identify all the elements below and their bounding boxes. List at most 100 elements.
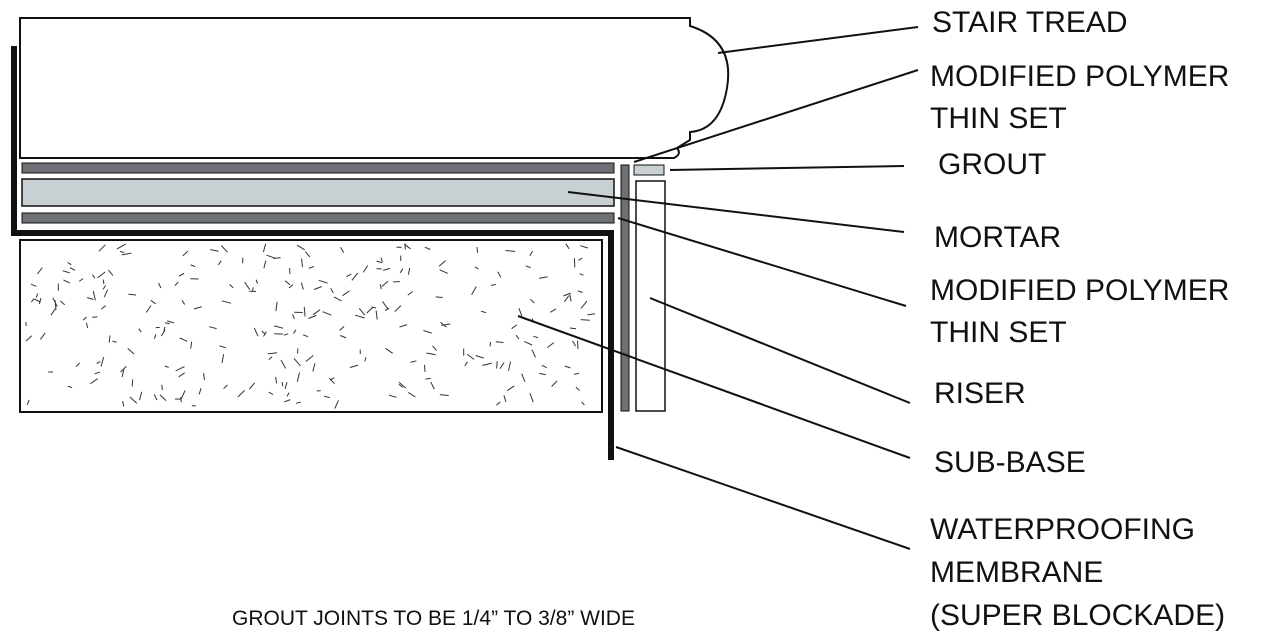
concrete-speckle — [518, 308, 523, 317]
concrete-speckle — [62, 270, 70, 274]
concrete-speckle — [160, 329, 166, 337]
leader-membrane — [615, 446, 911, 550]
concrete-speckle — [210, 249, 219, 252]
concrete-speckle — [581, 401, 585, 406]
concrete-speckle — [266, 254, 276, 259]
concrete-speckle — [25, 321, 27, 326]
concrete-speckle — [116, 243, 126, 250]
label-membrane-line3: (SUPER BLOCKADE) — [930, 599, 1225, 632]
concrete-speckle — [91, 274, 96, 279]
concrete-speckle — [564, 365, 571, 369]
concrete-speckle — [237, 389, 246, 398]
concrete-speckle — [85, 322, 89, 329]
concrete-speckle — [546, 342, 555, 348]
concrete-speckle — [280, 359, 287, 369]
concrete-speckle — [432, 345, 438, 351]
concrete-speckle — [153, 334, 157, 339]
concrete-speckle — [122, 400, 125, 407]
concrete-speckle — [423, 330, 432, 334]
concrete-speckle — [273, 325, 284, 329]
label-thinset-top-line1: MODIFIED POLYMER — [930, 60, 1229, 93]
concrete-speckle — [398, 383, 404, 388]
thinset-layer-top — [21, 162, 615, 174]
concrete-speckle — [174, 281, 179, 286]
concrete-speckle — [430, 381, 435, 390]
concrete-speckle — [476, 247, 478, 253]
grout-joint-note: GROUT JOINTS TO BE 1/4” TO 3/8” WIDE — [232, 607, 635, 630]
concrete-speckle — [474, 266, 479, 270]
concrete-speckle — [138, 328, 142, 333]
concrete-speckle — [358, 307, 366, 316]
concrete-speckle — [508, 361, 512, 371]
concrete-speckle — [284, 280, 291, 286]
concrete-speckle — [572, 340, 577, 347]
concrete-speckle — [580, 319, 590, 321]
concrete-speckle — [439, 269, 449, 274]
concrete-speckle — [439, 394, 449, 396]
concrete-speckle — [52, 297, 58, 307]
concrete-speckle — [441, 323, 451, 326]
concrete-speckle — [96, 361, 101, 364]
concrete-speckle — [178, 372, 185, 378]
concrete-speckle — [261, 330, 266, 335]
concrete-speckle — [334, 400, 339, 409]
concrete-speckle — [251, 287, 254, 292]
concrete-speckle — [78, 278, 84, 282]
concrete-speckle — [524, 340, 533, 346]
concrete-speckle — [313, 286, 322, 290]
concrete-speckle — [340, 335, 347, 339]
concrete-speckle — [90, 378, 98, 385]
concrete-speckle — [286, 392, 290, 397]
concrete-speckle-texture — [25, 243, 595, 409]
concrete-speckle — [249, 382, 256, 390]
concrete-speckle — [268, 391, 274, 396]
label-mortar: MORTAR — [934, 221, 1061, 254]
thinset-layer-bottom — [21, 212, 615, 224]
leader-riser — [649, 297, 911, 404]
concrete-speckle — [339, 326, 345, 331]
concrete-speckle — [578, 257, 583, 261]
concrete-speckle — [435, 296, 443, 298]
concrete-speckle — [438, 260, 447, 267]
concrete-speckle — [92, 290, 96, 301]
concrete-speckle — [30, 283, 37, 287]
concrete-speckle — [292, 314, 295, 319]
concrete-speckle — [384, 307, 390, 311]
concrete-speckle — [349, 364, 359, 368]
concrete-speckle — [209, 326, 217, 330]
concrete-speckle — [178, 273, 185, 277]
concrete-speckle — [244, 281, 251, 291]
concrete-speckle — [525, 265, 531, 269]
concrete-speckle — [33, 298, 41, 303]
concrete-speckle — [179, 337, 188, 342]
concrete-speckle — [579, 273, 584, 276]
concrete-speckle — [275, 301, 278, 312]
leader-thinset-bottom — [617, 217, 907, 307]
concrete-speckle — [281, 381, 284, 387]
concrete-speckle — [302, 334, 309, 338]
concrete-speckle — [161, 384, 163, 391]
concrete-speckle — [366, 307, 373, 314]
concrete-speckle — [587, 313, 595, 316]
concrete-speckle — [495, 341, 504, 343]
concrete-speckle — [503, 395, 507, 403]
concrete-speckle — [190, 264, 196, 268]
concrete-speckle — [102, 279, 105, 285]
concrete-speckle — [464, 361, 468, 367]
concrete-speckle — [98, 244, 106, 252]
concrete-speckle — [221, 300, 232, 304]
concrete-speckle — [129, 396, 138, 404]
concrete-speckle — [521, 373, 526, 382]
concrete-speckle — [221, 354, 225, 364]
concrete-speckle — [158, 282, 162, 289]
mortar-bed — [21, 178, 615, 207]
label-thinset-bottom-line2: THIN SET — [930, 316, 1067, 349]
concrete-speckle — [75, 362, 81, 368]
concrete-speckle — [175, 366, 185, 372]
label-riser: RISER — [934, 377, 1026, 410]
concrete-speckle — [37, 267, 43, 275]
concrete-speckle — [382, 301, 389, 310]
concrete-speckle — [229, 284, 234, 289]
concrete-speckle — [362, 265, 369, 273]
